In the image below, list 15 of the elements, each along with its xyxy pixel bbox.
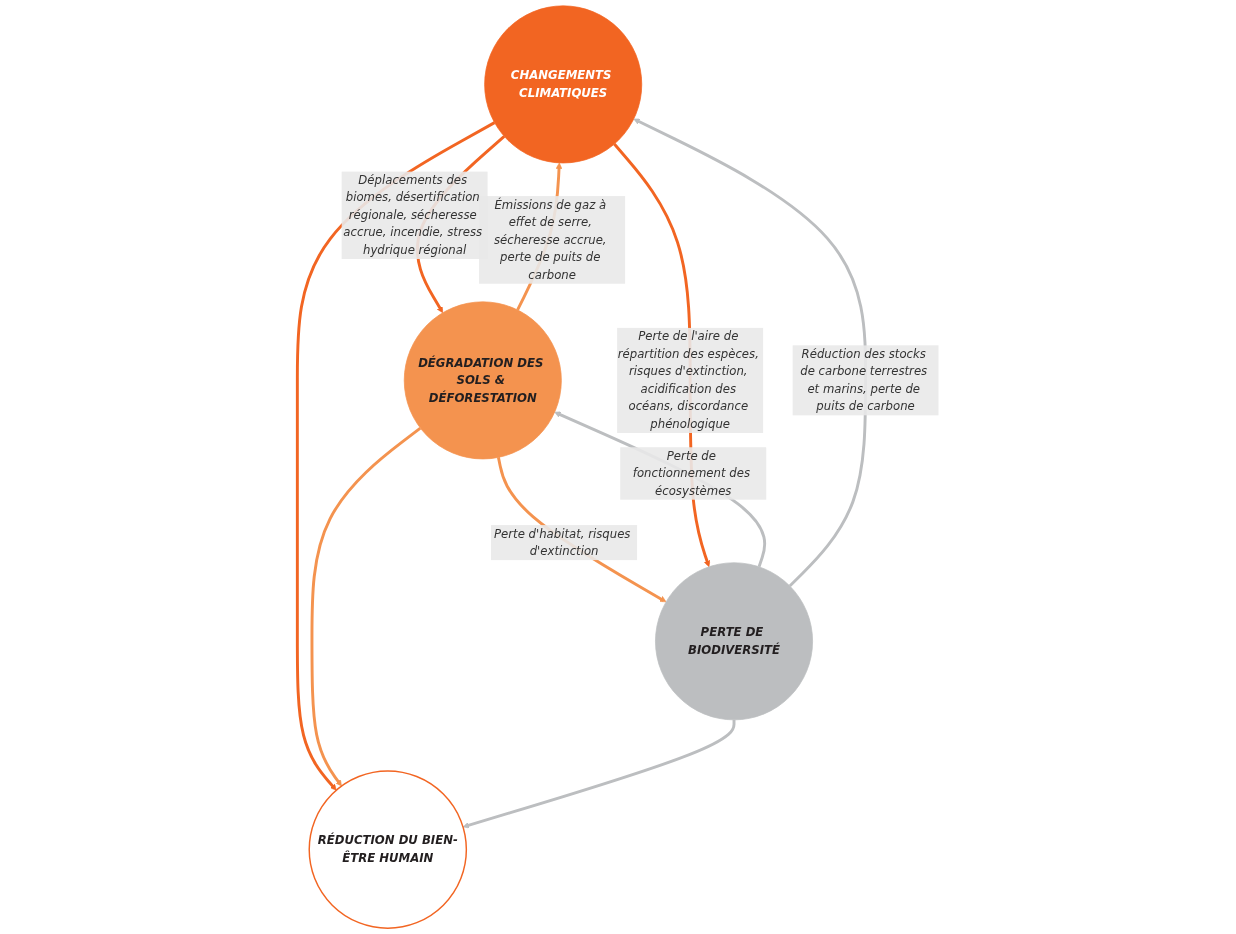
- arrow: [633, 118, 868, 587]
- edge-label: Déplacements des biomes, désertification régionale, sécheresse accrue, incendie, stress hydrique régional: [343, 172, 483, 257]
- node-circle: PERTE DE BIODIVERSITÉ: [655, 562, 813, 721]
- node-circle: DÉGRADATION DES SOLS & DÉFORESTATION: [403, 301, 562, 460]
- node-circle: RÉDUCTION DU BIEN-ÊTRE HUMAIN: [308, 770, 468, 929]
- edge-label: Émissions de gaz à effet de serre, sécheresse accrue, perte de puits de carbone: [494, 197, 607, 282]
- arrow: [295, 121, 496, 791]
- arrow: [462, 719, 736, 829]
- node-circle: CHANGEMENTS CLIMATIQUES: [484, 5, 643, 164]
- edge-label: Perte de fonctionnement des écosystèmes: [632, 448, 750, 498]
- arrow: [310, 426, 422, 787]
- edge-label: Perte de l'aire de répartition des espèces, risques d'extinction, acidification des océans, discordance phénologique: [617, 329, 759, 431]
- edge-label: Réduction des stocks de carbone terrestres et marins, perte de puits de carbone: [800, 346, 928, 414]
- edge-label: Perte d'habitat, risques d'extinction: [493, 526, 631, 559]
- arrow: [554, 411, 767, 568]
